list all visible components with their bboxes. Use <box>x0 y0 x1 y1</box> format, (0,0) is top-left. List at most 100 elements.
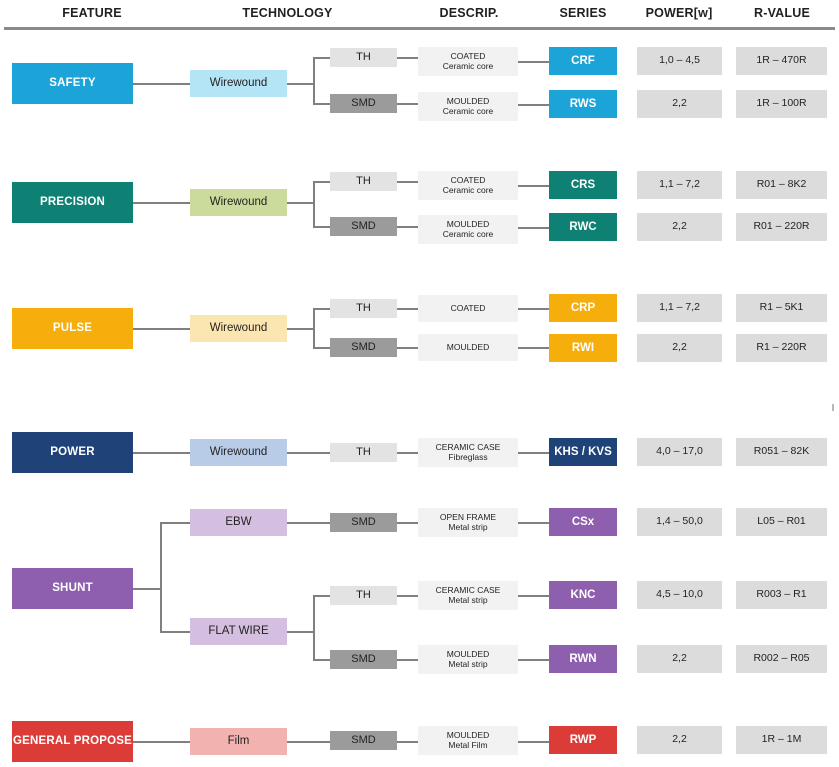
technology-box-shunt-0[interactable]: EBW <box>190 509 287 536</box>
feature-box-general[interactable]: GENERAL PROPOSE <box>12 721 133 762</box>
power-value-shunt-1[interactable]: 4,5 – 10,0 <box>637 581 722 609</box>
feature-box-pulse[interactable]: PULSE <box>12 308 133 349</box>
column-header-descrip: DESCRIP. <box>439 6 499 20</box>
precision-th-to-descrip <box>397 181 418 183</box>
technology-box-power-0[interactable]: Wirewound <box>190 439 287 466</box>
precision-descrip-to-crs <box>518 185 549 187</box>
technology-box-shunt-1[interactable]: FLAT WIRE <box>190 618 287 645</box>
power-value-precision-0[interactable]: 1,1 – 7,2 <box>637 171 722 199</box>
technology-box-precision-0[interactable]: Wirewound <box>190 189 287 216</box>
feature-box-shunt[interactable]: SHUNT <box>12 568 133 609</box>
safety-smd-to-descrip <box>397 103 418 105</box>
description-line-1: MOULDED <box>446 648 490 659</box>
pulse-descrip-to-rwi <box>518 347 549 349</box>
safety-split-to-smd <box>313 103 330 105</box>
r-value-pulse-0[interactable]: R1 – 5K1 <box>736 294 827 322</box>
power-value-pulse-1[interactable]: 2,2 <box>637 334 722 362</box>
precision-descrip-to-rwc <box>518 227 549 229</box>
r-value-precision-1[interactable]: R01 – 220R <box>736 213 827 241</box>
series-box-pulse-0[interactable]: CRP <box>549 294 617 322</box>
mount-box-shunt-th-1[interactable]: TH <box>330 586 397 605</box>
power-tech-to-th <box>287 452 330 454</box>
mount-box-pulse-th-0[interactable]: TH <box>330 299 397 318</box>
precision-smd-to-descrip <box>397 226 418 228</box>
shunt-descrip-to-csx <box>518 522 549 524</box>
safety-descrip-to-crf <box>518 61 549 63</box>
technology-box-pulse-0[interactable]: Wirewound <box>190 315 287 342</box>
column-header-technology: TECHNOLOGY <box>242 6 333 20</box>
mount-box-pulse-smd-1[interactable]: SMD <box>330 338 397 357</box>
pulse-tech-to-split <box>287 328 314 330</box>
mount-box-power-th-0[interactable]: TH <box>330 443 397 462</box>
r-value-shunt-0[interactable]: L05 – R01 <box>736 508 827 536</box>
shunt-csx-smd-descrip <box>397 522 418 524</box>
r-value-safety-1[interactable]: 1R – 100R <box>736 90 827 118</box>
power-value-power-0[interactable]: 4,0 – 17,0 <box>637 438 722 466</box>
mount-box-precision-smd-1[interactable]: SMD <box>330 217 397 236</box>
mount-box-shunt-smd-2[interactable]: SMD <box>330 650 397 669</box>
description-line-2: Fibreglass <box>448 451 488 462</box>
shunt-descrip-to-rwn <box>518 659 549 661</box>
safety-split-vertical <box>313 57 315 104</box>
series-box-safety-0[interactable]: CRF <box>549 47 617 75</box>
shunt-split-to-smd <box>313 659 330 661</box>
r-value-pulse-1[interactable]: R1 – 220R <box>736 334 827 362</box>
r-value-precision-0[interactable]: R01 – 8K2 <box>736 171 827 199</box>
description-line-1: COATED <box>450 50 486 61</box>
power-value-precision-1[interactable]: 2,2 <box>637 213 722 241</box>
technology-box-general-0[interactable]: Film <box>190 728 287 755</box>
safety-descrip-to-rws <box>518 104 549 106</box>
power-value-safety-0[interactable]: 1,0 – 4,5 <box>637 47 722 75</box>
power-value-safety-1[interactable]: 2,2 <box>637 90 722 118</box>
description-box-pulse-0[interactable]: COATED <box>418 295 518 322</box>
series-box-shunt-1[interactable]: KNC <box>549 581 617 609</box>
r-value-safety-0[interactable]: 1R – 470R <box>736 47 827 75</box>
mount-box-precision-th-0[interactable]: TH <box>330 172 397 191</box>
r-value-general-0[interactable]: 1R – 1M <box>736 726 827 754</box>
description-line-1: CERAMIC CASE <box>435 584 501 595</box>
r-value-shunt-2[interactable]: R002 – R05 <box>736 645 827 673</box>
mount-box-general-smd-0[interactable]: SMD <box>330 731 397 750</box>
series-box-general-0[interactable]: RWP <box>549 726 617 754</box>
series-box-shunt-2[interactable]: RWN <box>549 645 617 673</box>
feature-box-precision[interactable]: PRECISION <box>12 182 133 223</box>
series-box-precision-0[interactable]: CRS <box>549 171 617 199</box>
description-line-2: Ceramic core <box>442 228 494 239</box>
power-value-pulse-0[interactable]: 1,1 – 7,2 <box>637 294 722 322</box>
shunt-feature-to-trunk <box>133 588 161 590</box>
power-value-shunt-0[interactable]: 1,4 – 50,0 <box>637 508 722 536</box>
feature-box-power[interactable]: POWER <box>12 432 133 473</box>
mount-box-safety-th-0[interactable]: TH <box>330 48 397 67</box>
power-th-to-descrip <box>397 452 418 454</box>
description-line-2: Metal Film <box>448 739 488 750</box>
feature-box-safety[interactable]: SAFETY <box>12 63 133 104</box>
general-tech-to-smd <box>287 741 330 743</box>
series-box-safety-1[interactable]: RWS <box>549 90 617 118</box>
technology-box-safety-0[interactable]: Wirewound <box>190 70 287 97</box>
series-box-shunt-0[interactable]: CSx <box>549 508 617 536</box>
mount-box-shunt-smd-0[interactable]: SMD <box>330 513 397 532</box>
series-box-power-0[interactable]: KHS / KVS <box>549 438 617 466</box>
shunt-ebw-to-smd <box>287 522 330 524</box>
mount-box-safety-smd-1[interactable]: SMD <box>330 94 397 113</box>
shunt-split-vertical <box>313 595 315 659</box>
description-box-pulse-1[interactable]: MOULDED <box>418 334 518 361</box>
series-box-pulse-1[interactable]: RWI <box>549 334 617 362</box>
power-value-general-0[interactable]: 2,2 <box>637 726 722 754</box>
r-value-shunt-1[interactable]: R003 – R1 <box>736 581 827 609</box>
pulse-descrip-to-crp <box>518 308 549 310</box>
series-box-precision-1[interactable]: RWC <box>549 213 617 241</box>
power-value-shunt-2[interactable]: 2,2 <box>637 645 722 673</box>
r-value-power-0[interactable]: R051 – 82K <box>736 438 827 466</box>
pulse-split-vertical <box>313 308 315 348</box>
safety-th-to-descrip <box>397 57 418 59</box>
